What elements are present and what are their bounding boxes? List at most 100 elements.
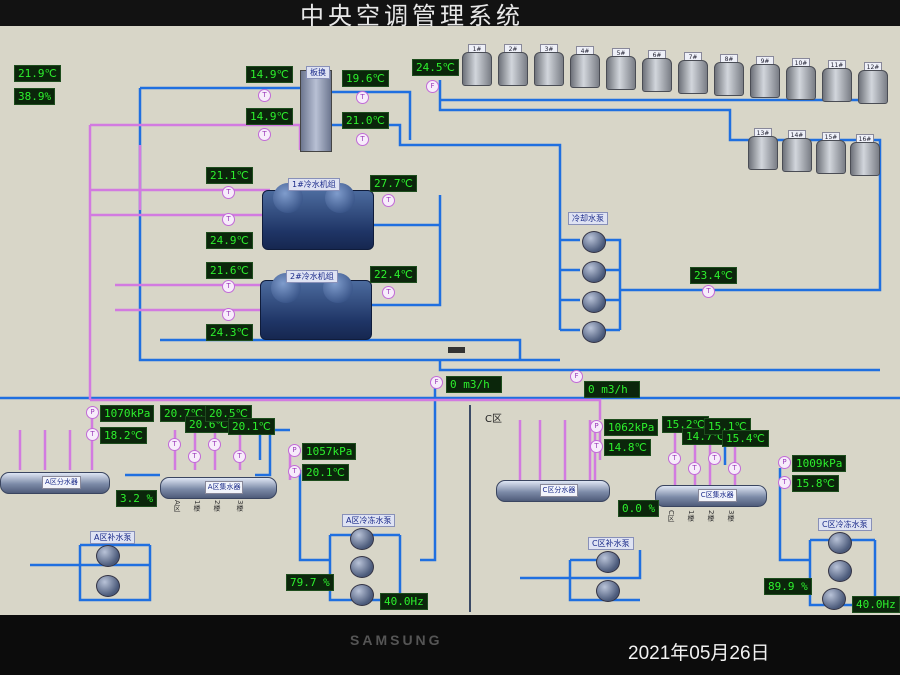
- c-return-temp: 15.8℃: [792, 475, 839, 492]
- cooling-pump[interactable]: [582, 291, 606, 313]
- cooling-tower[interactable]: 13#: [748, 128, 778, 170]
- temp-sensor-icon: T: [708, 452, 721, 465]
- pressure-sensor-icon: P: [778, 456, 791, 469]
- cooling-pumps-label: 冷却水泵: [568, 212, 608, 225]
- flow-meter-icon: F: [570, 370, 583, 383]
- temp-277: 27.7℃: [370, 175, 417, 192]
- temp-sensor-icon: T: [702, 285, 715, 298]
- cooling-tower[interactable]: 1#: [462, 44, 492, 86]
- temp-211: 21.1℃: [206, 167, 253, 184]
- cooling-pump[interactable]: [582, 321, 606, 343]
- a-distributor[interactable]: A区分水器: [0, 472, 110, 494]
- c-refill-pump[interactable]: [596, 580, 620, 602]
- cooling-tower[interactable]: 5#: [606, 48, 636, 90]
- chiller-2[interactable]: [260, 273, 372, 340]
- app-title: 中央空调管理系统: [300, 2, 524, 30]
- c-supply-temp: 14.8℃: [604, 439, 651, 456]
- temp-sensor-icon: T: [208, 438, 221, 451]
- plate-heat-exchanger: [300, 70, 332, 152]
- cooling-tower[interactable]: 7#: [678, 52, 708, 94]
- temp-249: 24.9℃: [206, 232, 253, 249]
- cooling-tower[interactable]: 14#: [782, 130, 812, 172]
- c-pump-frequency: 40.0Hz: [852, 596, 900, 613]
- temp-210: 21.0℃: [342, 112, 389, 129]
- c-branch-temp-4: 15.4℃: [722, 430, 769, 447]
- temp-sensor-icon: T: [86, 428, 99, 441]
- temp-sensor-icon: T: [356, 133, 369, 146]
- c-branch-label: 1楼: [687, 510, 695, 522]
- a-chw-pump[interactable]: [350, 556, 374, 578]
- a-return-pressure: 1057kPa: [302, 443, 357, 460]
- c-chw-pump[interactable]: [822, 588, 846, 610]
- c-bypass-valve: 0.0 %: [618, 500, 660, 517]
- heat-exchanger-label: 板换: [306, 66, 330, 79]
- temp-234: 23.4℃: [690, 267, 737, 284]
- temp-sensor-icon: T: [382, 194, 395, 207]
- a-supply-temp: 18.2℃: [100, 427, 147, 444]
- pressure-sensor-icon: P: [288, 444, 301, 457]
- temp-sensor-icon: T: [188, 450, 201, 463]
- pipe-network: [0, 80, 900, 612]
- c-collector[interactable]: C区集水器: [655, 485, 767, 507]
- temp-sensor-icon: T: [668, 452, 681, 465]
- temp-245: 24.5℃: [412, 59, 459, 76]
- cooling-pump[interactable]: [582, 231, 606, 253]
- cooling-tower[interactable]: 11#: [822, 60, 852, 102]
- cooling-tower[interactable]: 10#: [786, 58, 816, 100]
- a-branch-label: A区: [173, 500, 181, 512]
- flow-sensor-icon: F: [426, 80, 439, 93]
- cooling-tower[interactable]: 16#: [850, 134, 880, 176]
- c-chw-pump[interactable]: [828, 560, 852, 582]
- temp-sensor-icon: T: [222, 308, 235, 321]
- pressure-sensor-icon: P: [86, 406, 99, 419]
- a-supply-pressure: 1070kPa: [100, 405, 155, 422]
- temp-216: 21.6℃: [206, 262, 253, 279]
- flow-reading-2: 0 m3/h: [584, 381, 640, 398]
- temp-243: 24.3℃: [206, 324, 253, 341]
- temp-sensor-icon: T: [778, 476, 791, 489]
- cooling-pump[interactable]: [582, 261, 606, 283]
- a-refill-pump[interactable]: [96, 575, 120, 597]
- c-pump-percent: 89.9 %: [764, 578, 812, 595]
- a-collector[interactable]: A区集水器: [160, 477, 277, 499]
- cooling-tower[interactable]: 3#: [534, 44, 564, 86]
- a-branch-label: 3楼: [236, 500, 244, 512]
- c-chw-pump-label: C区冷冻水泵: [818, 518, 872, 531]
- temp-sensor-icon: T: [233, 450, 246, 463]
- title-bar: 中央空调管理系统: [0, 0, 900, 30]
- temp-sensor-icon: T: [168, 438, 181, 451]
- temp-sensor-icon: T: [728, 462, 741, 475]
- flow-reading-1: 0 m3/h: [446, 376, 502, 393]
- a-chw-pump[interactable]: [350, 584, 374, 606]
- cooling-tower[interactable]: 9#: [750, 56, 780, 98]
- c-refill-pump-label: C区补水泵: [588, 537, 634, 550]
- a-pump-frequency: 40.0Hz: [380, 593, 428, 610]
- cooling-tower[interactable]: 12#: [858, 62, 888, 104]
- c-refill-pump[interactable]: [596, 551, 620, 573]
- monitor-brand-logo: SAMSUNG: [350, 632, 443, 648]
- c-branch-label: 3楼: [727, 510, 735, 522]
- temp-sensor-icon: T: [222, 280, 235, 293]
- cooling-tower[interactable]: 2#: [498, 44, 528, 86]
- c-branch-label: 2楼: [707, 510, 715, 522]
- a-chw-pump-label: A区冷冻水泵: [342, 514, 396, 527]
- date-overlay: 2021年05月26日: [628, 643, 770, 664]
- flow-meter-icon: F: [430, 376, 443, 389]
- a-refill-pump[interactable]: [96, 545, 120, 567]
- temp-sensor-icon: T: [688, 462, 701, 475]
- a-branch-temp-3: 20.5℃: [205, 405, 252, 422]
- a-refill-pump-label: A区补水泵: [90, 531, 136, 544]
- temp-sensor-icon: T: [222, 213, 235, 226]
- cooling-tower[interactable]: 8#: [714, 54, 744, 96]
- temp-224: 22.4℃: [370, 266, 417, 283]
- c-chw-pump[interactable]: [828, 532, 852, 554]
- a-chw-pump[interactable]: [350, 528, 374, 550]
- c-distributor[interactable]: C区分水器: [496, 480, 610, 502]
- cooling-tower[interactable]: 15#: [816, 132, 846, 174]
- temp-sensor-icon: T: [258, 128, 271, 141]
- cooling-tower[interactable]: 6#: [642, 50, 672, 92]
- cooling-tower[interactable]: 4#: [570, 46, 600, 88]
- chiller-1[interactable]: [262, 183, 374, 250]
- zone-c-label: C区: [485, 414, 502, 425]
- temp-149b: 14.9℃: [246, 108, 293, 125]
